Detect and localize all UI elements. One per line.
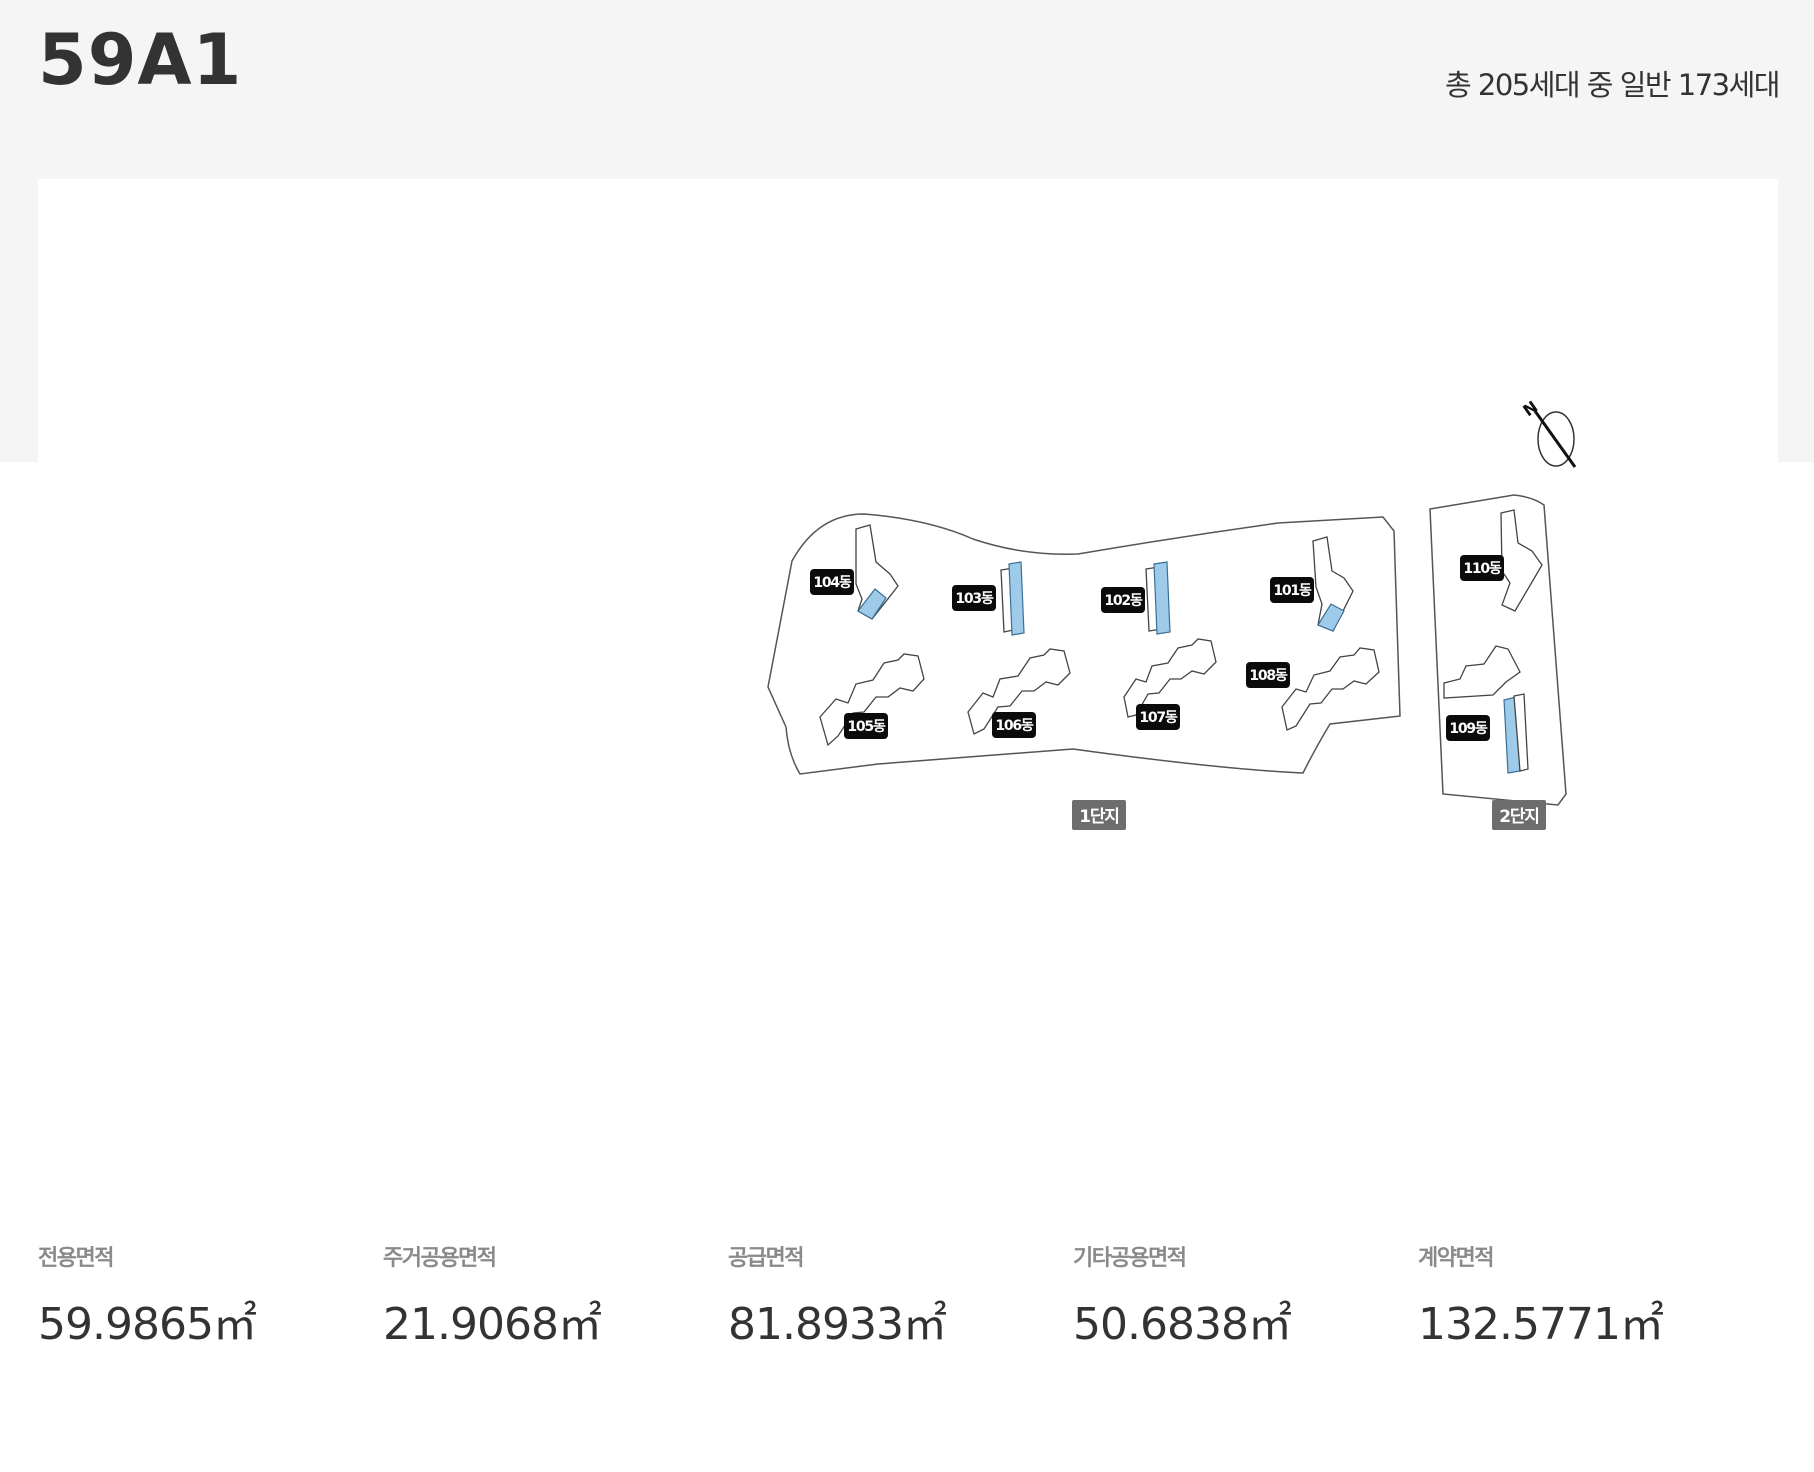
dong-label-101: 101동 [1270, 577, 1314, 603]
dong-label-108: 108동 [1246, 662, 1290, 688]
building-108 [1281, 647, 1380, 731]
dong-label-103: 103동 [952, 585, 996, 611]
dong-label-106: 106동 [992, 712, 1036, 738]
building-110 [1500, 509, 1543, 612]
site-map-panel: N 104동 103동 102동 101동 105동 106동 1 [38, 179, 1778, 1179]
svg-text:109동: 109동 [1449, 721, 1488, 737]
svg-text:101동: 101동 [1273, 583, 1312, 599]
area-item-residential-common: 주거공용면적 21.9068㎡ [383, 1240, 602, 1352]
svg-text:106동: 106동 [995, 718, 1034, 734]
area-item-supply: 공급면적 81.8933㎡ [728, 1240, 947, 1352]
area-info-list: 전용면적 59.9865㎡ 주거공용면적 21.9068㎡ 공급면적 81.89… [38, 1240, 1778, 1350]
svg-text:104동: 104동 [813, 575, 852, 591]
area-value: 132.5771㎡ [1418, 1299, 1664, 1350]
building-103 [1000, 561, 1025, 636]
svg-text:108동: 108동 [1249, 668, 1288, 684]
building-106 [967, 648, 1071, 735]
area-label: 공급면적 [728, 1246, 804, 1271]
complex-label-1: 1단지 [1072, 800, 1126, 830]
area-value: 59.9865㎡ [38, 1299, 257, 1350]
svg-text:103동: 103동 [955, 591, 994, 607]
dong-label-102: 102동 [1101, 587, 1145, 613]
area-item-exclusive: 전용면적 59.9865㎡ [38, 1240, 257, 1352]
building-109 [1443, 645, 1529, 774]
svg-text:105동: 105동 [847, 719, 886, 735]
area-label: 주거공용면적 [383, 1246, 497, 1271]
area-value: 81.8933㎡ [728, 1299, 947, 1350]
dong-label-104: 104동 [810, 569, 854, 595]
complex-1-site-outline [767, 513, 1401, 775]
area-item-other-common: 기타공용면적 50.6838㎡ [1073, 1240, 1292, 1352]
unit-type-title: 59A1 [38, 19, 243, 101]
building-107 [1123, 638, 1217, 718]
area-value: 50.6838㎡ [1073, 1299, 1292, 1350]
north-arrow-icon: N [1519, 397, 1577, 468]
dong-label-107: 107동 [1136, 704, 1180, 730]
household-summary: 총 205세대 중 일반 173세대 [1444, 68, 1781, 102]
area-label: 계약면적 [1418, 1246, 1494, 1271]
site-map: N 104동 103동 102동 101동 105동 106동 1 [767, 397, 1577, 830]
area-label: 전용면적 [38, 1246, 114, 1271]
building-102 [1145, 561, 1171, 635]
dong-label-110: 110동 [1460, 555, 1504, 581]
area-label: 기타공용면적 [1073, 1246, 1187, 1271]
building-104 [855, 524, 899, 620]
dong-label-105: 105동 [844, 713, 888, 739]
building-101 [1312, 536, 1354, 632]
svg-text:2단지: 2단지 [1499, 807, 1539, 827]
dong-label-109: 109동 [1446, 715, 1490, 741]
svg-text:1단지: 1단지 [1079, 807, 1119, 827]
svg-text:102동: 102동 [1104, 593, 1143, 609]
area-value: 21.9068㎡ [383, 1299, 602, 1350]
area-item-contract: 계약면적 132.5771㎡ [1418, 1240, 1664, 1352]
complex-label-2: 2단지 [1492, 800, 1546, 830]
svg-text:110동: 110동 [1463, 561, 1502, 577]
svg-text:107동: 107동 [1139, 710, 1178, 726]
